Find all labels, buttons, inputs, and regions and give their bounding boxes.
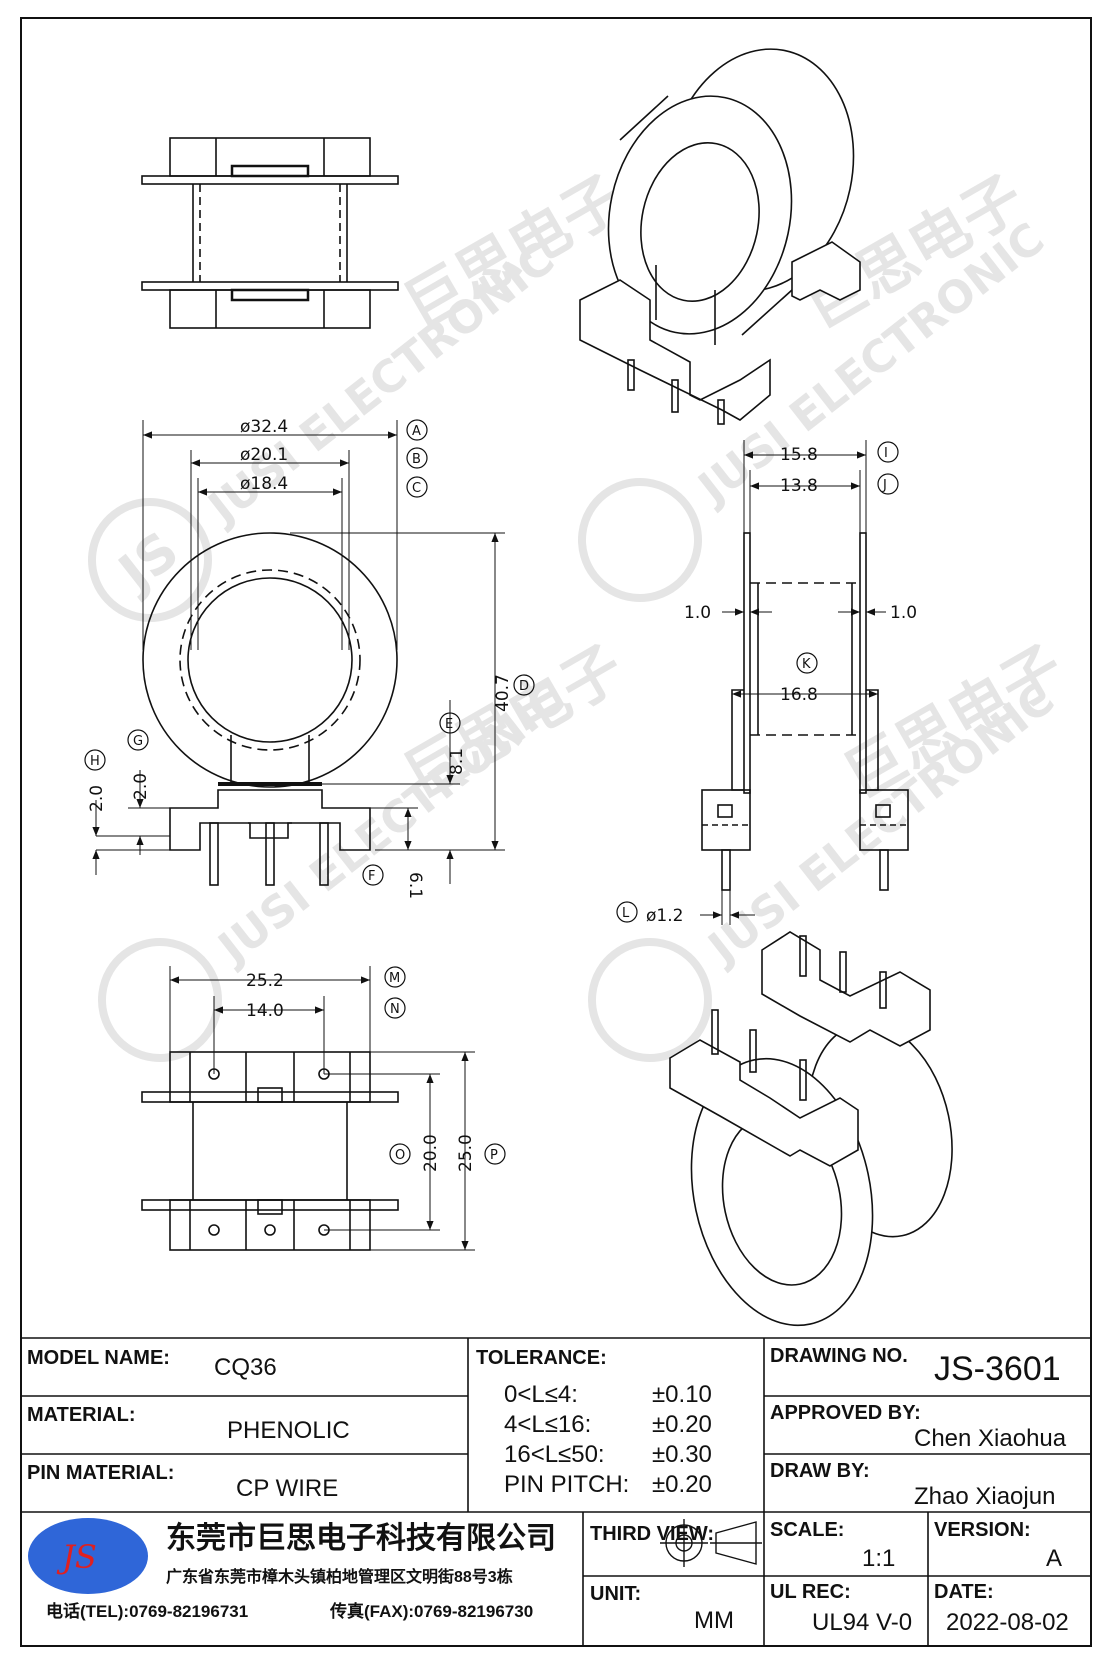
iso-view-lower — [669, 931, 953, 1327]
third-view-label: THIRD VIEW: — [590, 1523, 714, 1545]
version-label: VERSION: — [934, 1519, 1031, 1541]
side-view — [701, 532, 909, 891]
watermark: JS JUSI ELECTRONIC JUSI ELECTRONIC JUSI … — [88, 162, 1075, 1062]
title-block: MODEL NAME: CQ36 MATERIAL: PHENOLIC PIN … — [21, 1337, 1091, 1646]
tolerance-range: 16<L≤50: — [504, 1441, 605, 1468]
bottom-view — [141, 1051, 399, 1251]
balloon-m: M — [389, 971, 400, 986]
ul-rec-value: UL94 V-0 — [812, 1609, 912, 1636]
dim-n: 14.0 — [246, 1001, 284, 1021]
company-address: 广东省东莞市樟木头镇柏地管理区文明街88号3栋 — [166, 1567, 513, 1586]
tolerance-value: ±0.10 — [652, 1381, 712, 1408]
date-value: 2022-08-02 — [946, 1609, 1069, 1636]
dim-a: ø32.4 — [240, 417, 288, 437]
dimension-labels: ø32.4 ø20.1 ø18.4 40.7 8.1 6.1 2.0 2.0 1… — [87, 417, 917, 1172]
balloon-l: L — [622, 906, 630, 921]
balloon-c: C — [412, 481, 421, 496]
company-logo — [28, 1518, 148, 1594]
dim-o: 20.0 — [421, 1134, 441, 1172]
dim-e: 8.1 — [447, 748, 467, 775]
tolerance-range: 4<L≤16: — [504, 1411, 591, 1438]
tolerance-range: 0<L≤4: — [504, 1381, 578, 1408]
material-label: MATERIAL: — [27, 1404, 136, 1426]
watermark-text: 巨思电子 — [393, 632, 636, 813]
dim-i: 15.8 — [780, 445, 818, 465]
scale-value: 1:1 — [862, 1545, 895, 1572]
front-view — [142, 532, 398, 886]
balloon-a: A — [412, 424, 421, 439]
dim-l: ø1.2 — [646, 906, 683, 926]
top-view — [141, 137, 399, 329]
tolerance-range: PIN PITCH: — [504, 1471, 629, 1498]
sheet-border — [20, 17, 1092, 1647]
drawing-no-label: DRAWING NO. — [770, 1345, 908, 1367]
dim-k: 16.8 — [780, 685, 818, 705]
model-name-value: CQ36 — [214, 1354, 277, 1381]
balloon-b: B — [412, 452, 421, 467]
unit-value: MM — [694, 1607, 734, 1634]
balloon-d: D — [519, 679, 529, 694]
balloon-n: N — [390, 1002, 400, 1017]
company-fax: 传真(FAX):0769-82196730 — [329, 1601, 533, 1621]
company-tel: 电话(TEL):0769-82196731 — [46, 1601, 248, 1621]
date-label: DATE: — [934, 1581, 994, 1603]
dim-wall-left: 1.0 — [684, 603, 711, 623]
tolerance-value: ±0.20 — [652, 1471, 712, 1498]
dim-c: ø18.4 — [240, 474, 288, 494]
reference-balloons: A B C D E F G H I J K L M N O P — [84, 419, 899, 1165]
model-name-label: MODEL NAME: — [27, 1347, 170, 1369]
unit-label: UNIT: — [590, 1583, 641, 1605]
balloon-k: K — [802, 657, 811, 672]
balloon-j: J — [882, 478, 887, 493]
material-value: PHENOLIC — [227, 1417, 350, 1444]
dim-j: 13.8 — [780, 476, 818, 496]
dim-wall-right: 1.0 — [890, 603, 917, 623]
dim-h: 2.0 — [87, 785, 107, 812]
scale-label: SCALE: — [770, 1519, 844, 1541]
dim-p: 25.0 — [456, 1134, 476, 1172]
pin-material-label: PIN MATERIAL: — [27, 1462, 174, 1484]
company-logo-text: JS — [56, 1538, 97, 1576]
approved-by-label: APPROVED BY: — [770, 1402, 921, 1424]
iso-view-upper — [579, 48, 861, 425]
ul-rec-label: UL REC: — [770, 1581, 851, 1603]
draw-by-label: DRAW BY: — [770, 1460, 870, 1482]
balloon-h: H — [90, 754, 100, 769]
balloon-e: E — [445, 717, 453, 732]
dim-b: ø20.1 — [240, 445, 288, 465]
dim-f: 6.1 — [405, 872, 425, 899]
draw-by-value: Zhao Xiaojun — [914, 1483, 1055, 1510]
tolerance-value: ±0.30 — [652, 1441, 712, 1468]
balloon-f: F — [368, 869, 375, 884]
tolerance-label: TOLERANCE: — [476, 1347, 607, 1369]
tolerance-value: ±0.20 — [652, 1411, 712, 1438]
watermark-logo: JS — [106, 521, 190, 605]
drawing-no-value: JS-3601 — [934, 1350, 1061, 1388]
version-value: A — [1046, 1545, 1062, 1572]
dim-m: 25.2 — [246, 971, 284, 991]
balloon-p: P — [490, 1148, 498, 1163]
dim-d: 40.7 — [493, 674, 513, 712]
pin-material-value: CP WIRE — [236, 1475, 338, 1502]
company-name: 东莞市巨思电子科技有限公司 — [166, 1521, 556, 1555]
third-angle-projection-icon — [660, 1519, 762, 1567]
balloon-o: O — [395, 1148, 405, 1163]
balloon-i: I — [884, 446, 888, 461]
dim-g: 2.0 — [131, 773, 151, 800]
balloon-g: G — [133, 734, 143, 749]
approved-by-value: Chen Xiaohua — [914, 1425, 1067, 1452]
